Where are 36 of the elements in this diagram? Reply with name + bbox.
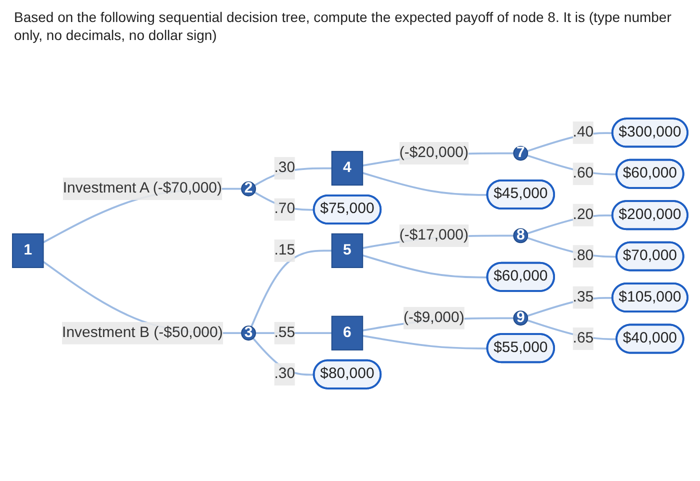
connector (527, 132, 613, 152)
node-box: 6 (331, 316, 364, 350)
edge-label: .70 (274, 200, 296, 217)
node-circle: 3 (241, 326, 256, 340)
connector (256, 332, 332, 334)
edge-label: (-$17,000) (399, 227, 469, 244)
connector (527, 236, 618, 258)
edge-label: Investment A (-$70,000) (62, 180, 222, 196)
connector (362, 172, 488, 196)
edge-label: .15 (274, 242, 296, 258)
connector (250, 250, 332, 327)
connector (362, 334, 488, 350)
edge-label: (-$20,000) (399, 144, 469, 161)
connector (254, 191, 314, 211)
node-box: 4 (331, 150, 364, 186)
node-circle: 2 (241, 181, 256, 196)
edge-label: .20 (572, 206, 594, 222)
edge-label: Investment B (-$50,000) (62, 324, 223, 340)
node-circle: 8 (513, 228, 528, 244)
connector (252, 338, 314, 376)
node-box: 1 (12, 233, 44, 268)
node-box: 5 (331, 233, 364, 268)
edge-label: .40 (572, 124, 594, 140)
connector (362, 254, 488, 278)
edge-label: .30 (274, 366, 296, 382)
question-text: Based on the following sequential decision tree, compute the expected payoff of node 8. It is (type number only, no decimals, no dollar sign) (13, 8, 672, 46)
edge-label: .60 (572, 165, 594, 182)
edge-label: .65 (572, 330, 594, 346)
node-circle: 7 (513, 146, 528, 161)
edge-label: .80 (572, 248, 594, 264)
edge-label: (-$9,000) (404, 310, 464, 326)
edge-label: .30 (274, 160, 296, 176)
connector (254, 167, 332, 186)
edge-label: .55 (274, 324, 296, 340)
edge-label: .35 (572, 288, 594, 305)
node-circle: 9 (513, 310, 528, 326)
